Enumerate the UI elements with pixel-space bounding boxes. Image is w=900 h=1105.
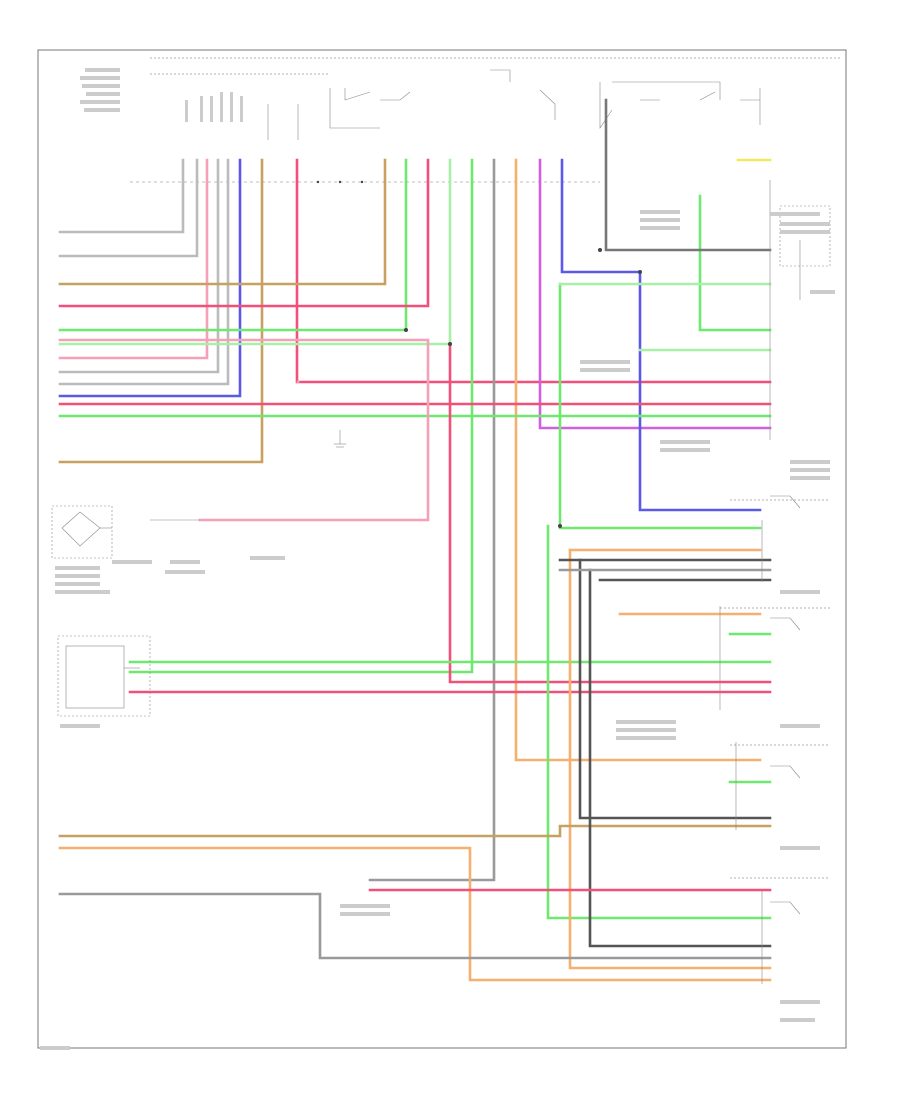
wire-black-2 <box>588 568 772 948</box>
wire-gray-3 <box>58 158 220 374</box>
top-module-block <box>80 57 840 184</box>
wire-green-right1 <box>558 282 762 530</box>
wire-tan-1 <box>58 158 264 464</box>
wire-green-right2 <box>698 194 772 332</box>
blower-module-block <box>57 635 151 728</box>
wire-lgreen-1 <box>58 158 452 346</box>
wire-violet-1 <box>538 158 772 430</box>
wire-pink-long <box>58 338 430 522</box>
wire-gray-2 <box>58 158 199 258</box>
wire-orange-4 <box>58 846 772 982</box>
wire-orange-1 <box>514 158 762 762</box>
wire-harness <box>58 98 772 982</box>
wire-tan-3 <box>58 824 772 838</box>
diagram-border <box>37 49 847 1049</box>
left-notes <box>80 68 120 112</box>
wire-blue-1 <box>58 158 242 398</box>
wire-green-right3 <box>546 524 772 920</box>
wire-red-2 <box>58 158 430 308</box>
relay-contacts-top <box>267 69 761 140</box>
wire-green-2 <box>128 158 474 674</box>
sensor-bridge-block <box>51 505 113 594</box>
right-connector-stack <box>719 180 831 1022</box>
pin-label-column <box>185 92 243 122</box>
wire-tan-2 <box>58 158 387 286</box>
splice-dot-icon <box>404 248 642 528</box>
wire-black-1 <box>578 558 772 820</box>
wire-pink-1 <box>58 158 209 360</box>
wire-orange-5 <box>568 548 772 970</box>
wire-green-1 <box>58 158 408 332</box>
wire-gray-4 <box>58 158 230 386</box>
wire-red-loop <box>448 342 772 684</box>
mid-left-components <box>112 519 285 574</box>
right-labels <box>340 210 835 916</box>
wire-gray-1 <box>58 158 185 234</box>
wire-black-top-r <box>604 98 772 252</box>
wire-gray-5 <box>368 158 496 882</box>
ground-symbol-icon <box>334 430 346 448</box>
diagram-id-mark <box>40 1046 70 1050</box>
wire-gray-6 <box>58 892 772 960</box>
